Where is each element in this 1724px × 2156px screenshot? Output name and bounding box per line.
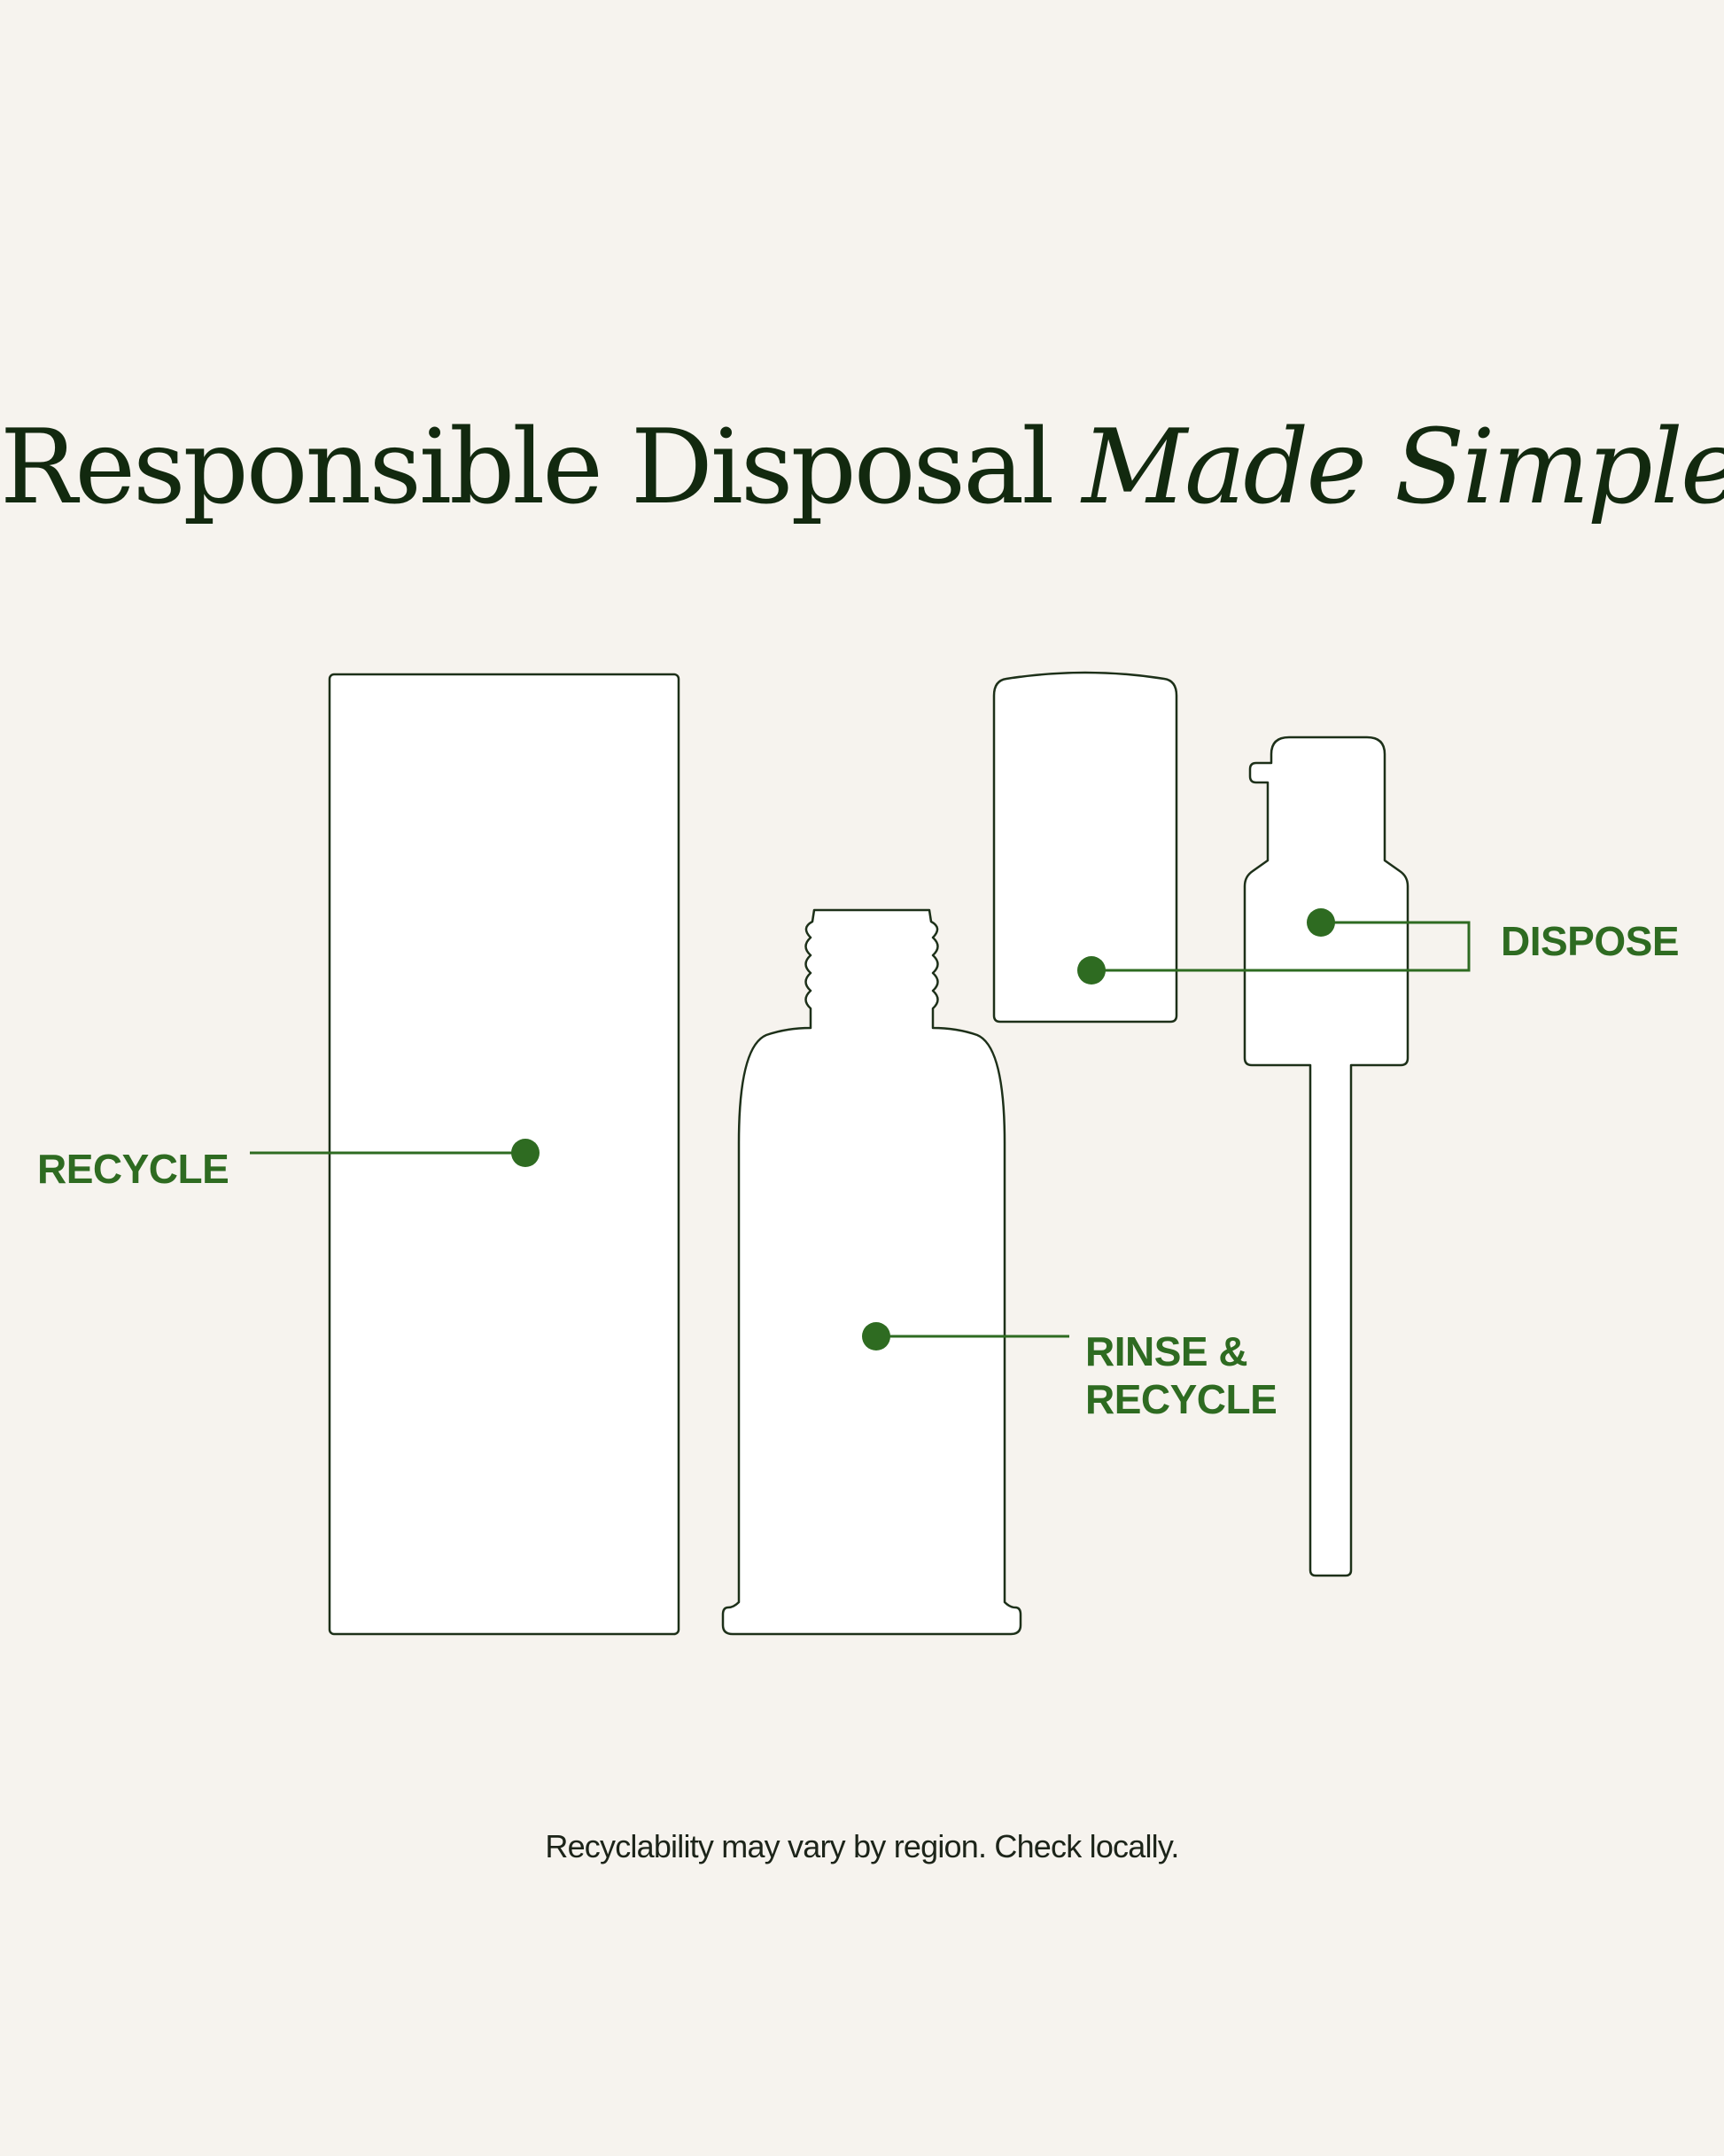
- bottle-marker-dot: [862, 1322, 890, 1350]
- dispose-label: DISPOSE: [1501, 918, 1680, 964]
- rinse-recycle-label: RINSE & RECYCLE: [1085, 1327, 1277, 1423]
- bottle-shape: [721, 908, 1022, 1636]
- recycle-label: RECYCLE: [37, 1146, 229, 1192]
- cap-marker-dot: [1077, 956, 1106, 985]
- pump-marker-dot: [1307, 908, 1335, 937]
- title-italic: Made Simple: [1082, 408, 1724, 527]
- rinse-recycle-label-line2: RECYCLE: [1085, 1376, 1277, 1422]
- dispose-bracket-line: [1091, 921, 1471, 972]
- rinse-recycle-label-line1: RINSE &: [1085, 1328, 1248, 1374]
- page-title: Responsible Disposal Made Simple: [0, 416, 1724, 519]
- pump-shape: [1243, 736, 1409, 1577]
- title-regular: Responsible Disposal: [0, 408, 1054, 527]
- box-marker-dot: [511, 1139, 540, 1167]
- cap-shape: [992, 671, 1178, 1024]
- recyclability-footnote: Recyclability may vary by region. Check …: [545, 1828, 1179, 1864]
